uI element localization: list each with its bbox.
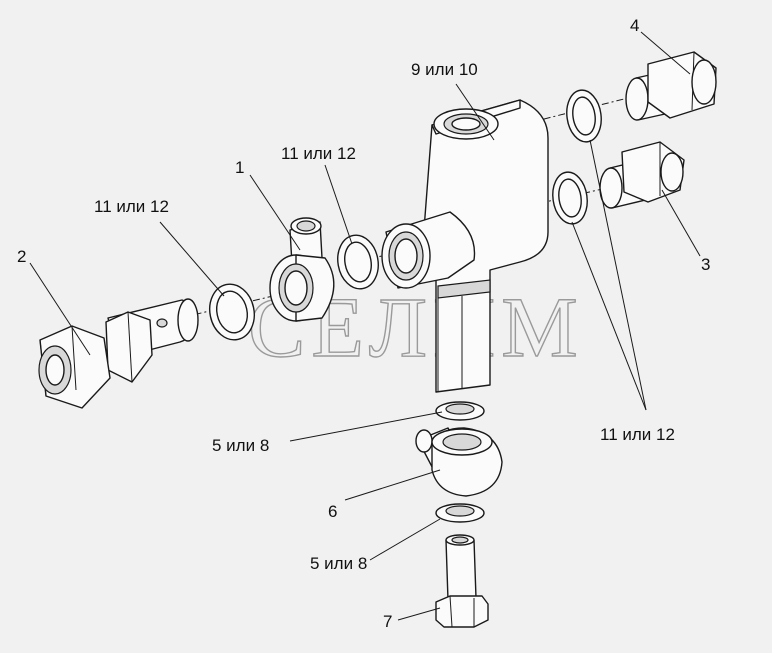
label-part-11-12-left: 11 или 12: [94, 197, 169, 216]
leader-11-12-right-a: [589, 139, 647, 411]
label-part-4: 4: [630, 16, 639, 35]
label-part-5-8-lower: 5 или 8: [310, 554, 367, 573]
label-part-5-8-upper: 5 или 8: [212, 436, 269, 455]
leader-2: [29, 262, 91, 356]
label-part-11-12-middle: 11 или 12: [281, 144, 356, 163]
part-6-banjo-eye: [415, 427, 503, 497]
leader-1: [249, 174, 301, 251]
leader-7: [397, 607, 441, 621]
leader-11-12-right-b: [571, 221, 647, 411]
part-5-8-washer-lower: [435, 503, 485, 523]
leader-11-12-middle: [324, 164, 353, 245]
leader-3: [661, 189, 701, 257]
leader-4: [640, 31, 691, 75]
part-7-bolt: [435, 534, 489, 628]
part-11-12-ring-left: [209, 283, 255, 341]
leader-5-8-lower: [369, 518, 441, 561]
label-part-2: 2: [17, 247, 26, 266]
part-2-banjo-bolt: [38, 298, 199, 409]
leader-6: [344, 469, 441, 501]
part-4-fitting: [625, 51, 717, 121]
leader-5-8-upper: [289, 411, 443, 442]
label-part-1: 1: [235, 158, 244, 177]
leader-11-12-left: [159, 221, 225, 297]
label-part-11-12-right: 11 или 12: [600, 425, 675, 444]
part-9-10-tee-body: [381, 99, 549, 393]
label-part-6: 6: [328, 502, 337, 521]
label-part-9-10: 9 или 10: [411, 60, 478, 79]
axis-line-upper-right: [499, 94, 641, 131]
part-5-8-washer-upper: [435, 401, 485, 421]
part-11-12-ring-upper-right: [566, 89, 602, 143]
leader-9-10: [455, 83, 495, 141]
part-3-fitting: [599, 141, 685, 209]
label-part-3: 3: [701, 255, 710, 274]
label-part-7: 7: [383, 612, 392, 631]
part-11-12-ring-middle: [337, 234, 379, 290]
part-1-banjo-fitting: [269, 217, 335, 322]
part-11-12-ring-lower-right: [552, 171, 588, 225]
